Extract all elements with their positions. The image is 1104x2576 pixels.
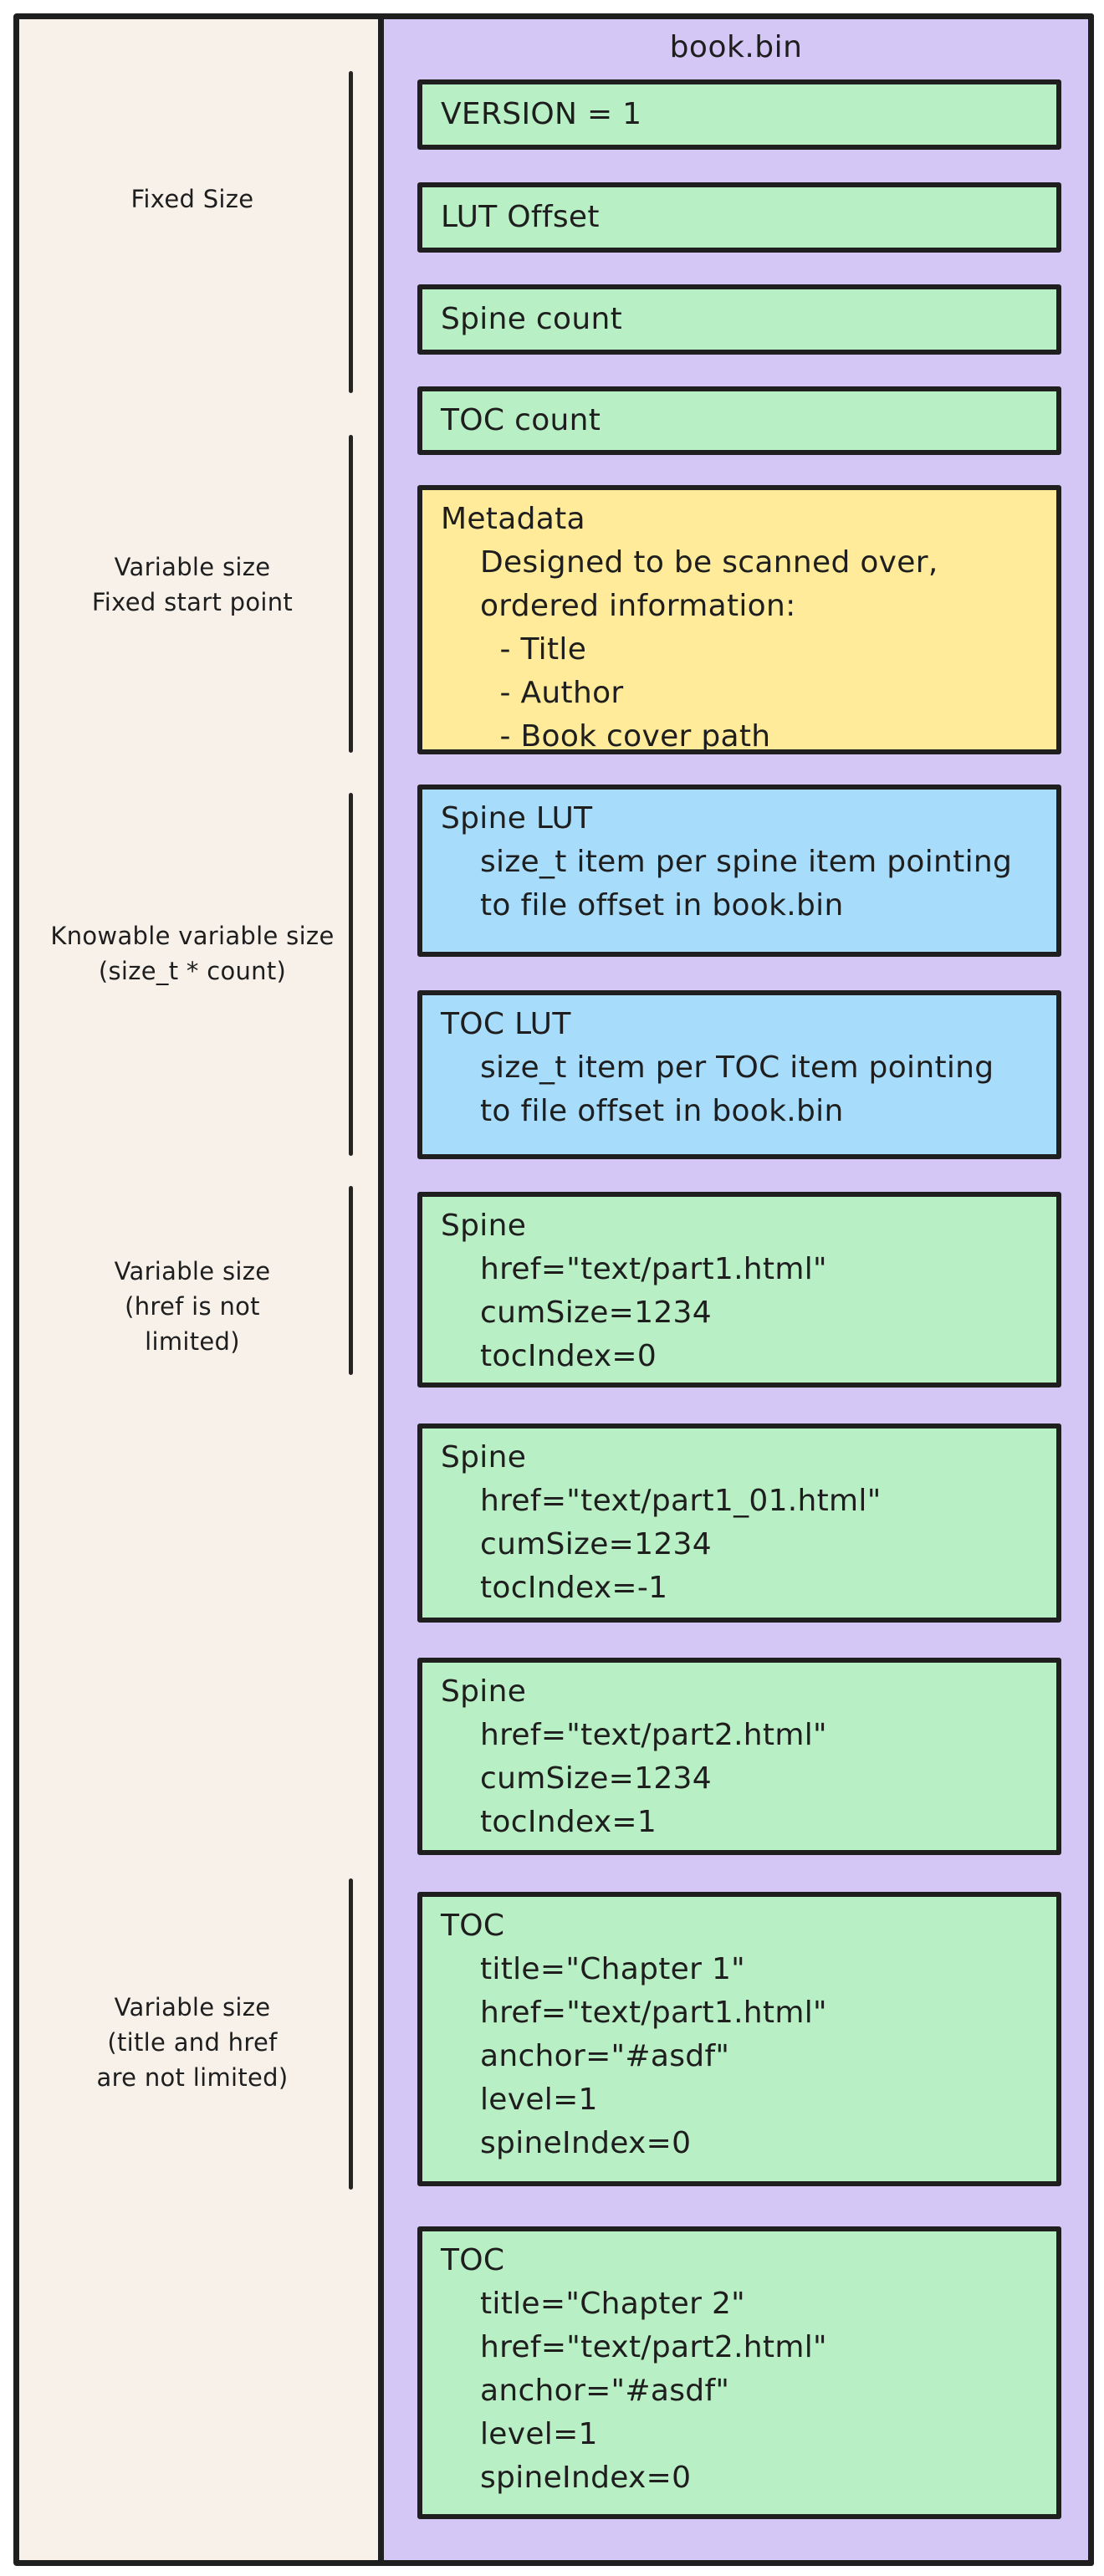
block-toc-2-text: TOC title="Chapter 2" href="text/part2.h… [441,2243,827,2495]
field-version-text: VERSION = 1 [441,97,642,131]
block-spine-lut: Spine LUT size_t item per spine item poi… [417,785,1061,957]
block-spine-1-text: Spine href="text/part1.html" cumSize=123… [441,1209,827,1373]
field-toc-count: TOC count [417,386,1061,455]
block-toc-1-text: TOC title="Chapter 1" href="text/part1.h… [441,1909,827,2160]
label-fixed-size: Fixed Size [130,185,254,213]
field-spine-count: Spine count [417,284,1061,355]
label-variable-size-href: Variable size (href is not limited) [114,1257,271,1356]
bracket-variable-size-href [349,1186,353,1375]
bracket-fixed-size [349,71,353,393]
block-spine-1: Spine href="text/part1.html" cumSize=123… [417,1192,1061,1388]
block-spine-2-text: Spine href="text/part1_01.html" cumSize=… [441,1440,882,1605]
field-lut-offset: LUT Offset [417,182,1061,253]
bracket-variable-fixed-start [349,435,353,753]
field-spine-count-text: Spine count [441,302,622,336]
label-variable-fixed-start: Variable size Fixed start point [91,553,294,616]
block-toc-1: TOC title="Chapter 1" href="text/part1.h… [417,1892,1061,2186]
block-spine-lut-text: Spine LUT size_t item per spine item poi… [441,801,1013,923]
field-toc-count-text: TOC count [441,403,601,437]
block-spine-3: Spine href="text/part2.html" cumSize=123… [417,1658,1061,1855]
block-spine-3-text: Spine href="text/part2.html" cumSize=123… [441,1674,827,1839]
block-toc-2: TOC title="Chapter 2" href="text/part2.h… [417,2226,1061,2519]
label-knowable-variable-size: Knowable variable size (size_t * count) [50,922,335,985]
block-metadata: Metadata Designed to be scanned over, or… [417,485,1061,754]
block-spine-2: Spine href="text/part1_01.html" cumSize=… [417,1423,1061,1623]
bracket-knowable-variable-size [349,793,353,1156]
book-bin-container: book.bin VERSION = 1 LUT Offset Spine co… [378,13,1094,2566]
bracket-variable-size-title [349,1878,353,2190]
label-variable-size-title: Variable size (title and href are not li… [96,1993,289,2092]
block-toc-lut: TOC LUT size_t item per TOC item pointin… [417,990,1061,1159]
block-toc-lut-text: TOC LUT size_t item per TOC item pointin… [441,1007,994,1128]
container-title: book.bin [669,30,803,64]
field-lut-offset-text: LUT Offset [441,200,600,234]
field-version: VERSION = 1 [417,79,1061,150]
block-metadata-text: Metadata Designed to be scanned over, or… [441,502,938,754]
